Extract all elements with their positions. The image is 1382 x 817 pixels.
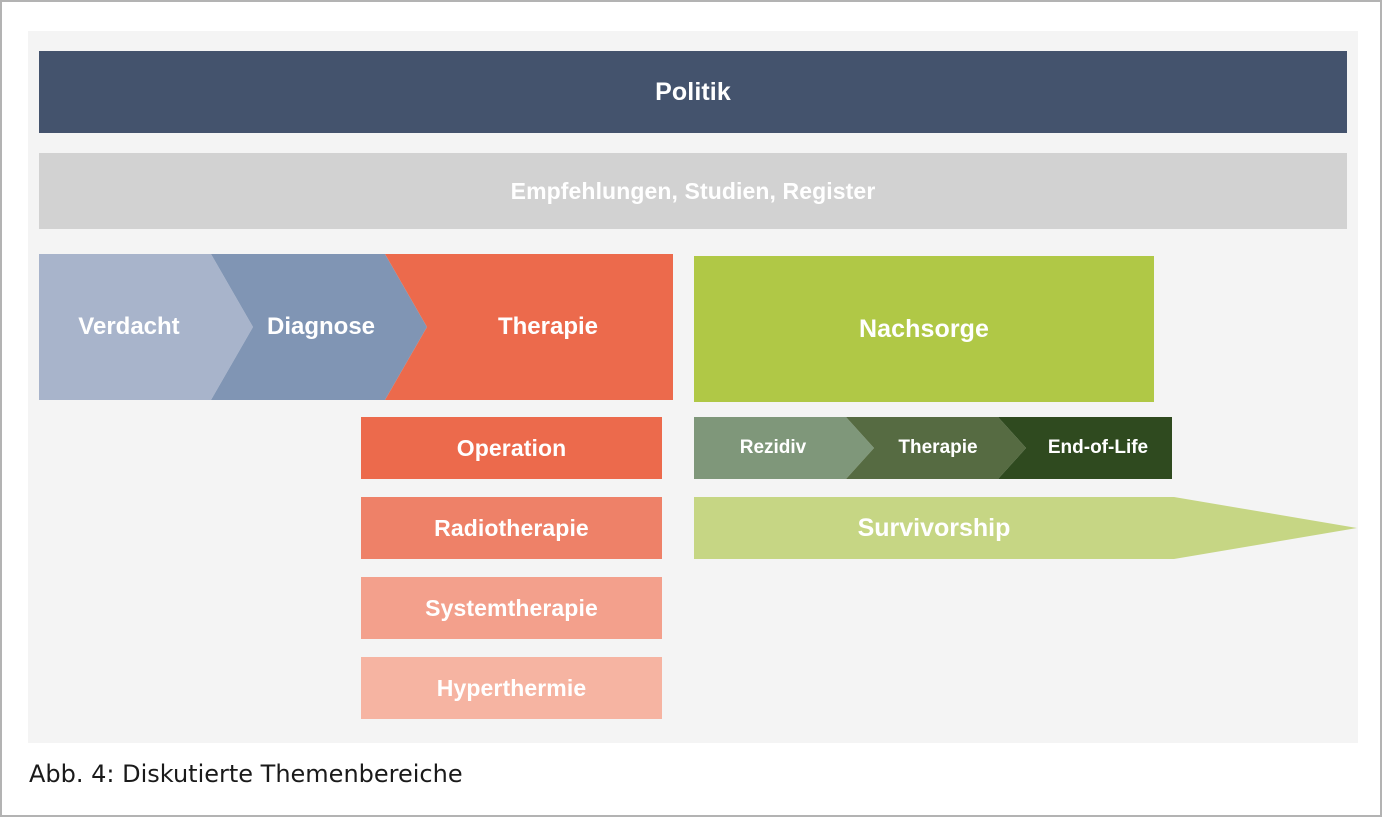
block-nachsorge-label: Nachsorge <box>858 314 990 343</box>
therapy-modality-systemtherapie-label: Systemtherapie <box>425 594 598 621</box>
pathway-step-verdacht-label: Verdacht <box>78 313 180 340</box>
relapse-step-end-of-life-label: End-of-Life <box>1047 437 1149 458</box>
therapy-modality-operation: Operation <box>361 417 662 479</box>
relapse-step-rezidiv-label: Rezidiv <box>739 437 807 458</box>
banner-empfehlungen-label: Empfehlungen, Studien, Register <box>510 177 876 204</box>
therapy-modality-operation-label: Operation <box>456 434 567 461</box>
pathway-step-therapie-label: Therapie <box>497 313 599 340</box>
therapy-modality-radiotherapie-label: Radiotherapie <box>434 514 589 541</box>
relapse-step-therapie-label: Therapie <box>898 437 978 458</box>
primary-care-pathway: Verdacht Diagnose Therapie <box>39 254 673 400</box>
banner-politik-label: Politik <box>655 77 731 106</box>
relapse-pathway: Rezidiv Therapie End-of-Life <box>694 417 1172 479</box>
therapy-modality-hyperthermie-label: Hyperthermie <box>436 674 587 701</box>
relapse-step-end-of-life: End-of-Life <box>998 417 1172 479</box>
therapy-modality-hyperthermie: Hyperthermie <box>361 657 662 719</box>
figure-caption: Abb. 4: Diskutierte Themenbereiche <box>29 760 463 788</box>
arrow-survivorship-label: Survivorship <box>857 513 1011 542</box>
therapy-modality-radiotherapie: Radiotherapie <box>361 497 662 559</box>
pathway-step-diagnose-label: Diagnose <box>266 313 376 340</box>
therapy-modality-systemtherapie: Systemtherapie <box>361 577 662 639</box>
relapse-step-rezidiv: Rezidiv <box>694 417 874 479</box>
banner-politik: Politik <box>39 51 1347 133</box>
banner-empfehlungen-studien-register: Empfehlungen, Studien, Register <box>39 153 1347 229</box>
block-nachsorge: Nachsorge <box>694 256 1154 402</box>
arrow-survivorship: Survivorship <box>694 497 1357 559</box>
pathway-step-verdacht: Verdacht <box>39 254 253 400</box>
diagram-panel: Politik Empfehlungen, Studien, Register … <box>28 31 1358 743</box>
pathway-step-therapie: Therapie <box>385 254 673 400</box>
relapse-step-therapie: Therapie <box>846 417 1026 479</box>
